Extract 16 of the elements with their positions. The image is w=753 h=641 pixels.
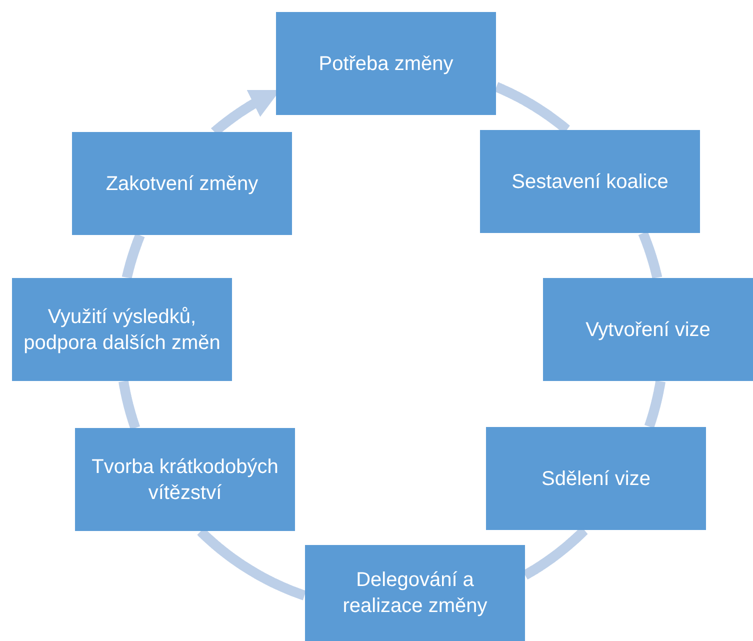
process-box	[12, 278, 232, 381]
step-label: Zakotvení změny	[106, 172, 258, 196]
step-label: Sestavení koalice	[512, 170, 668, 194]
process-box	[486, 427, 706, 530]
step-label: Potřeba změny	[318, 52, 454, 76]
step-label: Delegování a realizace změny	[342, 568, 488, 619]
process-box	[305, 545, 525, 641]
step-label: Sdělení vize	[542, 466, 650, 492]
process-box	[276, 12, 496, 115]
step-label: Tvorba krátkodobých vítězství	[90, 454, 280, 506]
step-label: Vytvoření vize	[586, 318, 710, 342]
process-box	[75, 428, 295, 531]
process-box	[72, 132, 292, 235]
process-box	[480, 130, 700, 233]
process-box	[543, 278, 753, 381]
step-label: Využití výsledků, podpora dalších změn	[22, 304, 222, 356]
